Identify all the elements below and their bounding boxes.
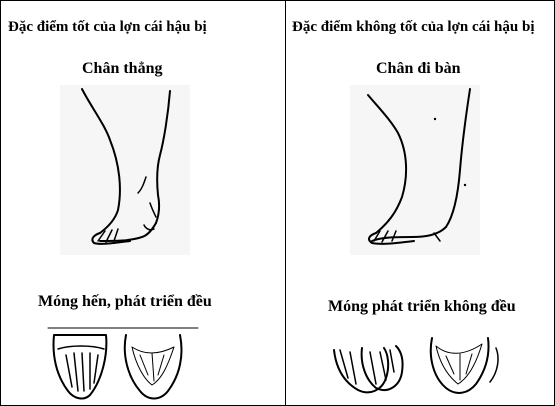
left-heading: Đặc điểm tốt của lợn cái hậu bị [8,19,207,36]
straight-leg-drawing [60,85,190,255]
right-hoof-label: Móng phát triển không đều [328,298,516,316]
even-hooves-drawing [48,325,198,405]
right-heading: Đặc điểm không tốt của lợn cái hậu bị [292,19,535,36]
uneven-hooves-drawing [330,328,510,398]
column-divider [285,0,286,406]
left-leg-label: Chân thẳng [82,60,162,78]
left-hoof-label: Móng hến, phát triển đều [38,293,212,311]
flat-foot-leg-drawing [350,85,480,255]
right-leg-label: Chân đi bàn [376,60,461,78]
